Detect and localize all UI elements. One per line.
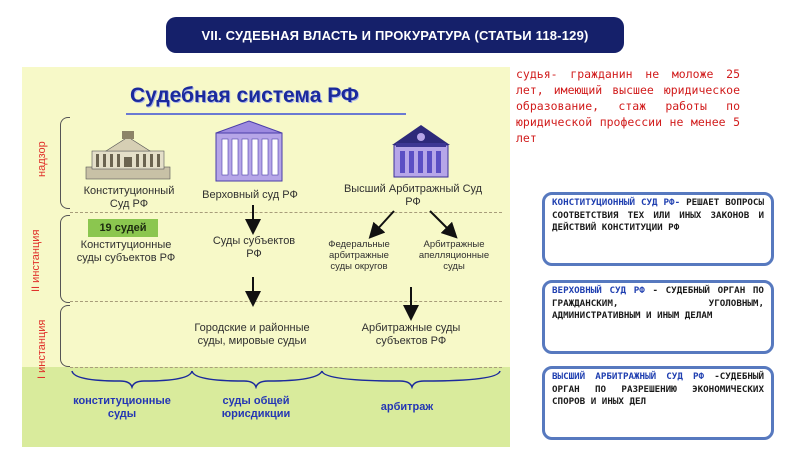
bottom-general-label: суды общей юрисдикции — [221, 395, 291, 420]
supreme-court-building-icon — [215, 120, 283, 182]
info-box-constitutional: КОНСТИТУЦИОННЫЙ СУД РФ- РЕШАЕТ ВОПРОСЫ С… — [542, 192, 774, 266]
supreme-court-label: Верховный суд РФ — [202, 189, 298, 201]
divider-3 — [70, 367, 502, 368]
judges-count-badge: 19 судей — [88, 219, 158, 237]
judge-definition: судья- гражданин не моложе 25 лет, имеющ… — [516, 67, 740, 145]
brace-i-instance — [60, 305, 70, 367]
arbitration-court-building-icon — [392, 125, 450, 178]
info-box-heading: КОНСТИТУЦИОННЫЙ СУД РФ- — [552, 197, 681, 208]
divider-2 — [70, 301, 502, 302]
brace-nadzor — [60, 117, 70, 209]
divider-1 — [70, 212, 502, 213]
bottom-braces — [71, 370, 501, 389]
appeal-arbitration-label: Арбитражные апелляционные суды — [418, 239, 490, 272]
info-box-arbitration: ВЫСШИЙ АРБИТРАЖНЫЙ СУД РФ -СУДЕБНЫЙ ОРГА… — [542, 366, 774, 440]
bottom-constitutional-label: конституционные суды — [73, 395, 171, 420]
slide-title: VII. СУДЕБНАЯ ВЛАСТЬ И ПРОКУРАТУРА (СТАТ… — [166, 17, 624, 53]
bottom-arbitration-label: арбитраж — [380, 401, 434, 413]
city-district-courts-label: Городские и районные суды, мировые судьи — [194, 322, 310, 347]
constitutional-court-label: Конституционный Суд РФ — [83, 185, 175, 210]
constitutional-court-building-icon — [85, 131, 171, 180]
arbitration-supreme-label: Высший Арбитражный Суд РФ — [343, 183, 483, 208]
brace-ii-instance — [60, 215, 70, 303]
info-box-body: РЕШАЕТ ВОПРОСЫ СООТВЕТСТВИЯ ТЕХ ИЛИ ИНЫХ… — [552, 197, 764, 233]
diagram-title: Судебная система РФ — [130, 84, 359, 107]
arbitration-subjects-label: Арбитражные суды субъектов РФ — [361, 322, 461, 347]
info-box-body: - СУДЕБНЫЙ ОРГАН ПО ГРАЖДАНСКИМ, УГОЛОВН… — [552, 285, 764, 321]
constitutional-subjects-label: Конституционные суды субъектов РФ — [76, 239, 176, 264]
court-system-diagram: Судебная система РФ надзор II инстанция … — [22, 67, 510, 447]
info-box-heading: ВЕРХОВНЫЙ СУД РФ — [552, 285, 645, 296]
info-box-supreme: ВЕРХОВНЫЙ СУД РФ - СУДЕБНЫЙ ОРГАН ПО ГРА… — [542, 280, 774, 354]
courts-subjects-label: Суды субъектов РФ — [212, 235, 296, 260]
federal-arbitration-label: Федеральные арбитражные суды округов — [328, 239, 390, 272]
title-underline — [126, 113, 406, 115]
arrows — [245, 205, 458, 321]
info-box-heading: ВЫСШИЙ АРБИТРАЖНЫЙ СУД РФ — [552, 371, 705, 382]
info-box-body: -СУДЕБНЫЙ ОРГАН ПО РАЗРЕШЕНИЮ ЭКОНОМИЧЕС… — [552, 371, 764, 407]
